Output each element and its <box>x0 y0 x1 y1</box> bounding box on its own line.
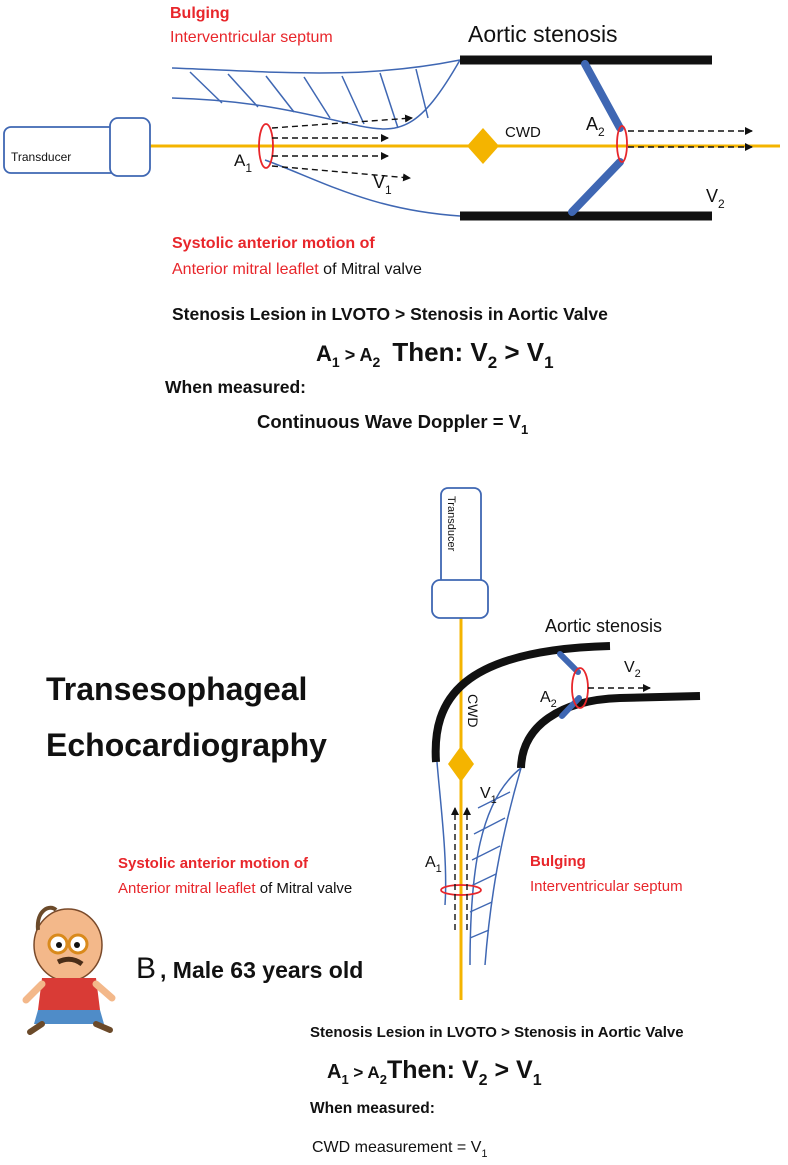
tee-septum-hatching <box>469 791 511 939</box>
tee-when-measured: When measured: <box>310 1100 435 1117</box>
tee-v2-label: V2 <box>624 659 641 680</box>
tee-sam-line1: Systolic anterior motion of <box>118 855 309 872</box>
transducer-label: Transducer <box>11 150 71 164</box>
tee-aortic-stenosis-label: Aortic stenosis <box>545 616 662 636</box>
tee-v1-flow-arrows <box>451 807 471 930</box>
tee-a1-label: A1 <box>425 854 442 875</box>
tee-left-wall <box>436 761 447 906</box>
cwd-result: Continuous Wave Doppler = V1 <box>257 411 528 437</box>
cwd-label: CWD <box>505 124 541 141</box>
a2-orifice <box>616 125 628 163</box>
v1-flow-arrows <box>271 114 413 182</box>
panel-b: Transducer <box>22 487 701 1160</box>
a1-orifice <box>258 123 274 169</box>
transducer-probe <box>3 117 151 177</box>
male-patient-avatar <box>22 905 116 1035</box>
bulging-septum-shape <box>171 59 461 130</box>
aortic-valve-cusps <box>568 60 624 216</box>
tee-cwd-result: CWD measurement = V1 <box>312 1139 488 1160</box>
v2-label: V2 <box>706 186 725 211</box>
stenosis-statement: Stenosis Lesion in LVOTO > Stenosis in A… <box>172 304 608 324</box>
septum-word: Bulging <box>170 5 230 22</box>
tee-v1-label: V1 <box>480 785 497 806</box>
tee-stenosis-statement: Stenosis Lesion in LVOTO > Stenosis in A… <box>310 1024 684 1041</box>
tee-aortic-lower-wall <box>517 692 701 769</box>
tee-title-line1: Transesophageal <box>46 671 307 707</box>
tee-cwd-label: CWD <box>465 694 481 727</box>
v1-label: V1 <box>373 172 392 197</box>
tee-transducer-probe <box>431 487 489 619</box>
sam-line1: Systolic anterior motion of <box>172 235 375 252</box>
panel-a: Transducer CWD Bulging Interventricular … <box>3 5 780 437</box>
tee-title-line2: Echocardiography <box>46 727 327 763</box>
a2-label: A2 <box>586 114 605 139</box>
tee-sam-line2: Anterior mitral leaflet of Mitral valve <box>118 880 352 897</box>
septum-name: Interventricular septum <box>170 29 333 46</box>
tee-aortic-valve-cusps <box>557 651 582 719</box>
aortic-stenosis-label: Aortic stenosis <box>468 21 618 47</box>
tee-cwd-sample-marker <box>448 746 474 782</box>
tee-septum-inner <box>469 767 522 966</box>
tee-a2-label: A2 <box>540 689 557 710</box>
tee-aortic-upper-wall <box>431 642 611 763</box>
tee-transducer-label: Transducer <box>445 496 457 552</box>
tee-septum-outer <box>484 767 522 966</box>
tee-area-velocity-equation: A1 > A2Then: V2 > V1 <box>327 1056 542 1089</box>
sam-line2: Anterior mitral leaflet of Mitral valve <box>172 261 422 278</box>
tee-a1-orifice <box>440 884 482 896</box>
tee-septum-word: Bulging <box>530 853 586 870</box>
patient-description: , Male 63 years old <box>160 957 363 983</box>
v2-flow-arrows <box>628 127 753 151</box>
tee-septum-name: Interventricular septum <box>530 878 683 895</box>
when-measured: When measured: <box>165 377 306 397</box>
panel-letter: B <box>136 952 156 985</box>
cwd-sample-marker <box>467 128 499 164</box>
a1-label: A1 <box>234 151 252 175</box>
